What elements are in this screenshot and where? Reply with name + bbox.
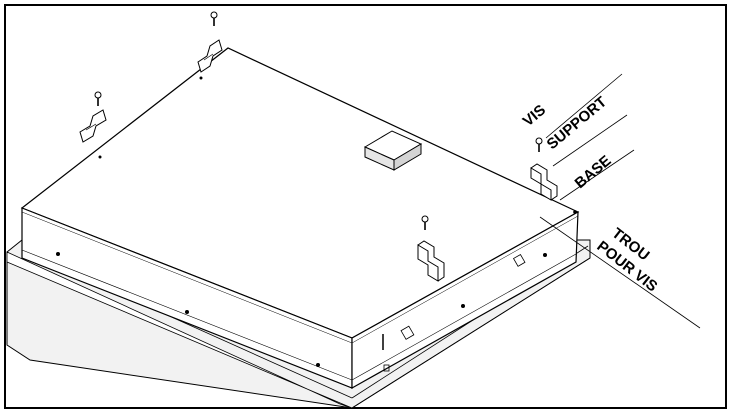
side-vent — [400, 325, 415, 340]
screw-hole — [185, 310, 189, 314]
screw-icon — [94, 91, 102, 106]
side-vent — [512, 253, 526, 267]
leader-line-hole — [539, 216, 701, 329]
screw-icon — [535, 137, 543, 152]
screw-hole — [573, 210, 577, 214]
frame-border — [4, 4, 727, 409]
label-base: BASE — [572, 152, 615, 192]
leader-line-base — [559, 149, 635, 201]
screw-hole — [199, 76, 203, 80]
label-screw: VIS — [520, 101, 549, 130]
bracket-top-left — [197, 39, 223, 73]
screw-hole — [316, 363, 320, 367]
screw-hole — [543, 253, 547, 257]
screw-hole — [98, 155, 102, 159]
screw-icon — [210, 11, 218, 26]
bracket-right — [530, 163, 558, 201]
leader-line-bracket — [552, 114, 628, 167]
junction-box — [363, 130, 423, 171]
bracket-left — [79, 109, 107, 143]
bracket-center — [417, 240, 445, 282]
side-vent — [383, 364, 390, 372]
screw-icon — [421, 215, 429, 230]
fixture-box — [20, 47, 580, 390]
label-bracket: SUPPORT — [544, 93, 610, 153]
leader-line-screw — [545, 73, 623, 139]
screw-hole — [56, 252, 60, 256]
screw-hole — [461, 304, 465, 308]
